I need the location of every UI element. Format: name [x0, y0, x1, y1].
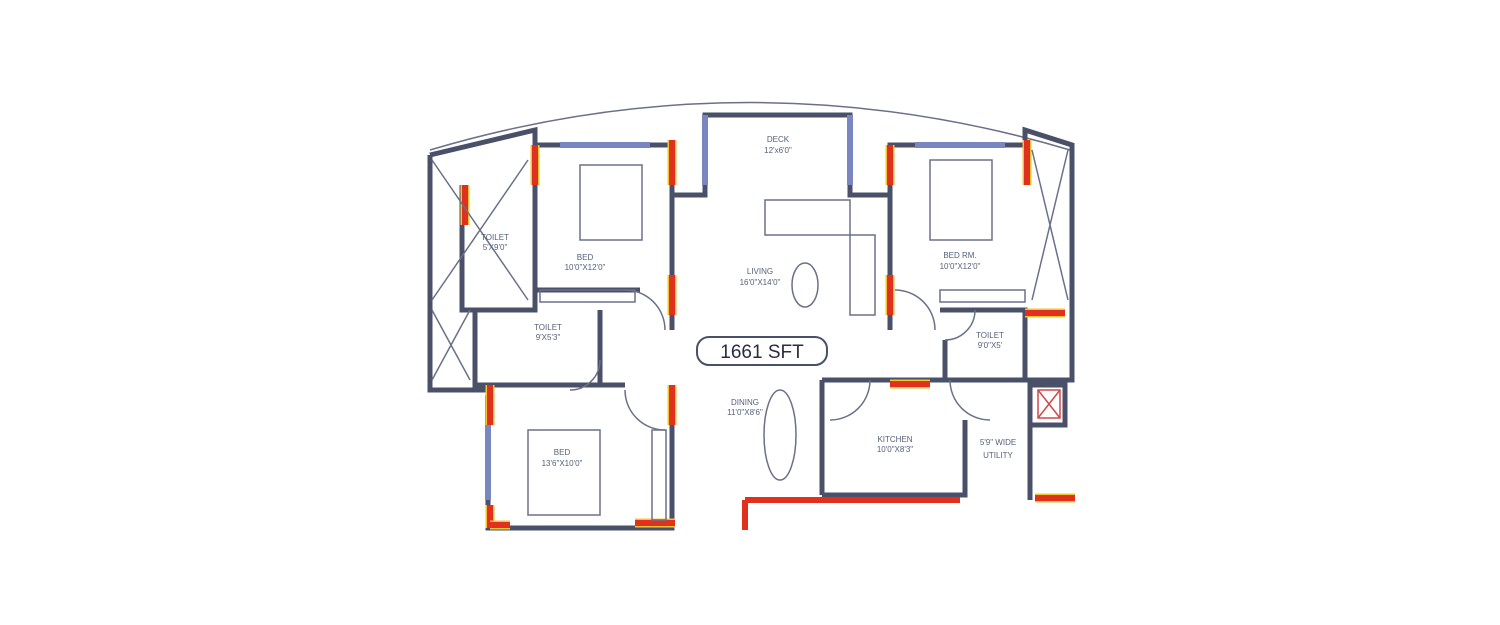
- wardrobe: [651, 429, 667, 521]
- room-name: DINING: [731, 398, 759, 407]
- bed-furniture: [929, 159, 993, 241]
- room-name: BED: [554, 448, 571, 457]
- area-badge: [696, 336, 828, 366]
- rug: [791, 262, 819, 308]
- highlighted-walls: [460, 140, 1075, 530]
- wardrobe: [539, 289, 636, 303]
- sofa: [849, 234, 876, 316]
- room-size: 13'6"X10'0": [542, 459, 583, 468]
- bed-furniture: [527, 429, 601, 516]
- room-size: 9'X5'3": [536, 333, 561, 342]
- sofa: [764, 199, 851, 236]
- duct: [1037, 389, 1061, 419]
- room-size: 10'0"X12'0": [940, 262, 981, 271]
- room-size: 5'X9'0": [483, 243, 508, 252]
- balcony-cross: [431, 159, 529, 381]
- wardrobe: [939, 289, 1026, 303]
- room-size: 10'0"X12'0": [565, 263, 606, 272]
- room-size: 16'0"X14'0": [740, 278, 781, 287]
- room-name: 5'9" WIDE: [980, 438, 1016, 447]
- walls: [427, 112, 1075, 531]
- room-size: 10'0"X8'3": [877, 445, 913, 454]
- room-name: TOILET: [481, 233, 509, 242]
- balcony-cross: [1031, 149, 1069, 301]
- room-size: UTILITY: [983, 451, 1013, 460]
- room-name: TOILET: [976, 331, 1004, 340]
- room-name: BED RM.: [943, 251, 976, 260]
- room-name: LIVING: [747, 267, 773, 276]
- furniture: [431, 149, 1069, 521]
- bed-furniture: [579, 164, 643, 241]
- room-name: BED: [577, 253, 594, 262]
- room-size: 9'0"X5': [978, 341, 1003, 350]
- room-size: 12'x6'0": [764, 146, 792, 155]
- room-name: TOILET: [534, 323, 562, 332]
- room-size: 11'0"X8'6": [727, 408, 763, 417]
- room-name: KITCHEN: [877, 435, 912, 444]
- room-labels: DECK 12'x6'0" TOILET 5'X9'0" BED 10'0"X1…: [481, 135, 1016, 468]
- room-name: DECK: [767, 135, 790, 144]
- total-area-label: 1661 SFT: [720, 342, 804, 363]
- dining-table: [763, 389, 797, 481]
- curved-roof-line: [429, 101, 1071, 151]
